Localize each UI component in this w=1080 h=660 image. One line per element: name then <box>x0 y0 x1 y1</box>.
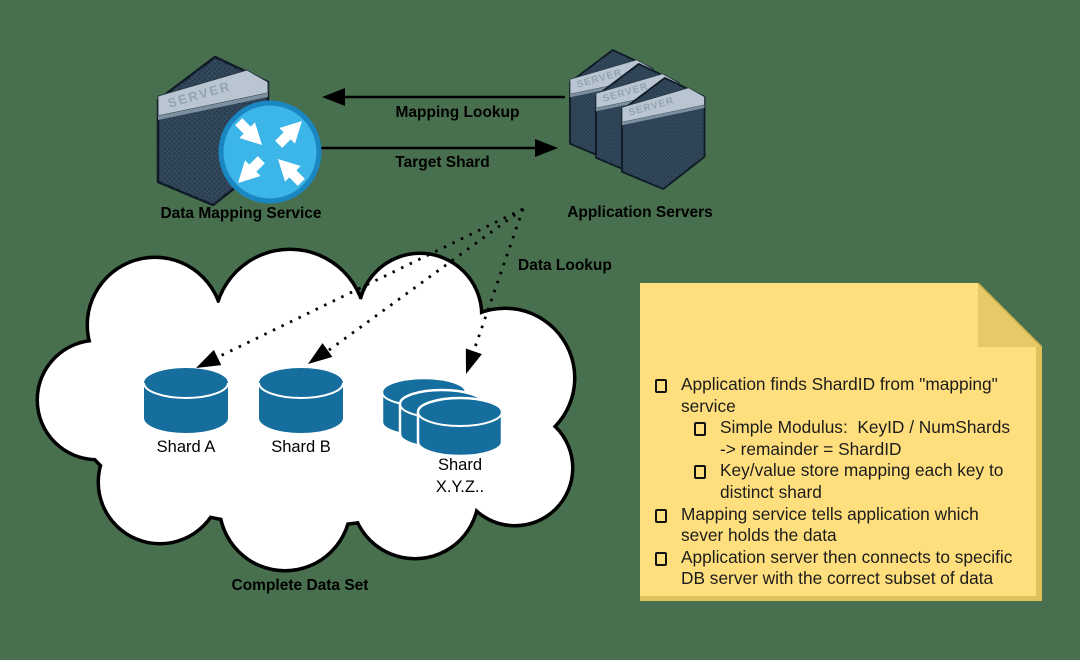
data-lookup-label: Data Lookup <box>518 257 612 274</box>
note-line: sever holds the data <box>681 525 837 546</box>
shard-xyz-label-line1: Shard <box>437 456 483 474</box>
note-line: distinct shard <box>720 481 822 502</box>
note-line: Key/value store mapping each key to <box>640 460 1042 482</box>
note-line: DB server with the correct subset of dat… <box>681 568 994 589</box>
note-line: service <box>681 395 736 416</box>
shard-a-label: Shard A <box>156 438 216 456</box>
note-line: -> remainder = ShardID <box>720 438 902 459</box>
note-line: Application server then connects to spec… <box>640 547 1042 569</box>
application-servers-label: Application Servers <box>567 204 713 221</box>
square-bullet-icon <box>655 508 667 523</box>
complete-data-set-label: Complete Data Set <box>231 577 369 594</box>
square-bullet-icon <box>694 422 706 437</box>
shard-a-cylinder <box>143 368 229 433</box>
data-mapping-service-label: Data Mapping Service <box>160 205 322 222</box>
note-shape <box>640 282 1043 601</box>
square-bullet-icon <box>655 551 667 566</box>
target-shard-label: Target Shard <box>395 154 490 171</box>
router-icon <box>218 100 322 204</box>
square-bullet-icon <box>655 379 667 393</box>
target-shard-arrow <box>321 139 558 157</box>
shard-xyz-cylinders <box>380 376 504 458</box>
square-bullet-icon <box>694 465 706 480</box>
shard-b-label: Shard B <box>271 438 331 456</box>
data-lookup-arrowheads <box>196 343 482 374</box>
data-lookup-dotted-arrows <box>213 207 525 361</box>
mapping-lookup-arrow <box>322 88 565 106</box>
note-line: Application finds ShardID from "mapping" <box>640 374 1042 396</box>
note-line: Mapping service tells application which <box>640 504 1042 526</box>
note-line: Simple Modulus: KeyID / NumShards <box>640 417 1042 439</box>
shard-b-cylinder <box>258 368 344 433</box>
note-text: Application finds ShardID from "mapping"… <box>640 374 1042 590</box>
shard-xyz-label-line2: X.Y.Z.. <box>435 478 485 496</box>
mapping-lookup-label: Mapping Lookup <box>395 104 520 121</box>
